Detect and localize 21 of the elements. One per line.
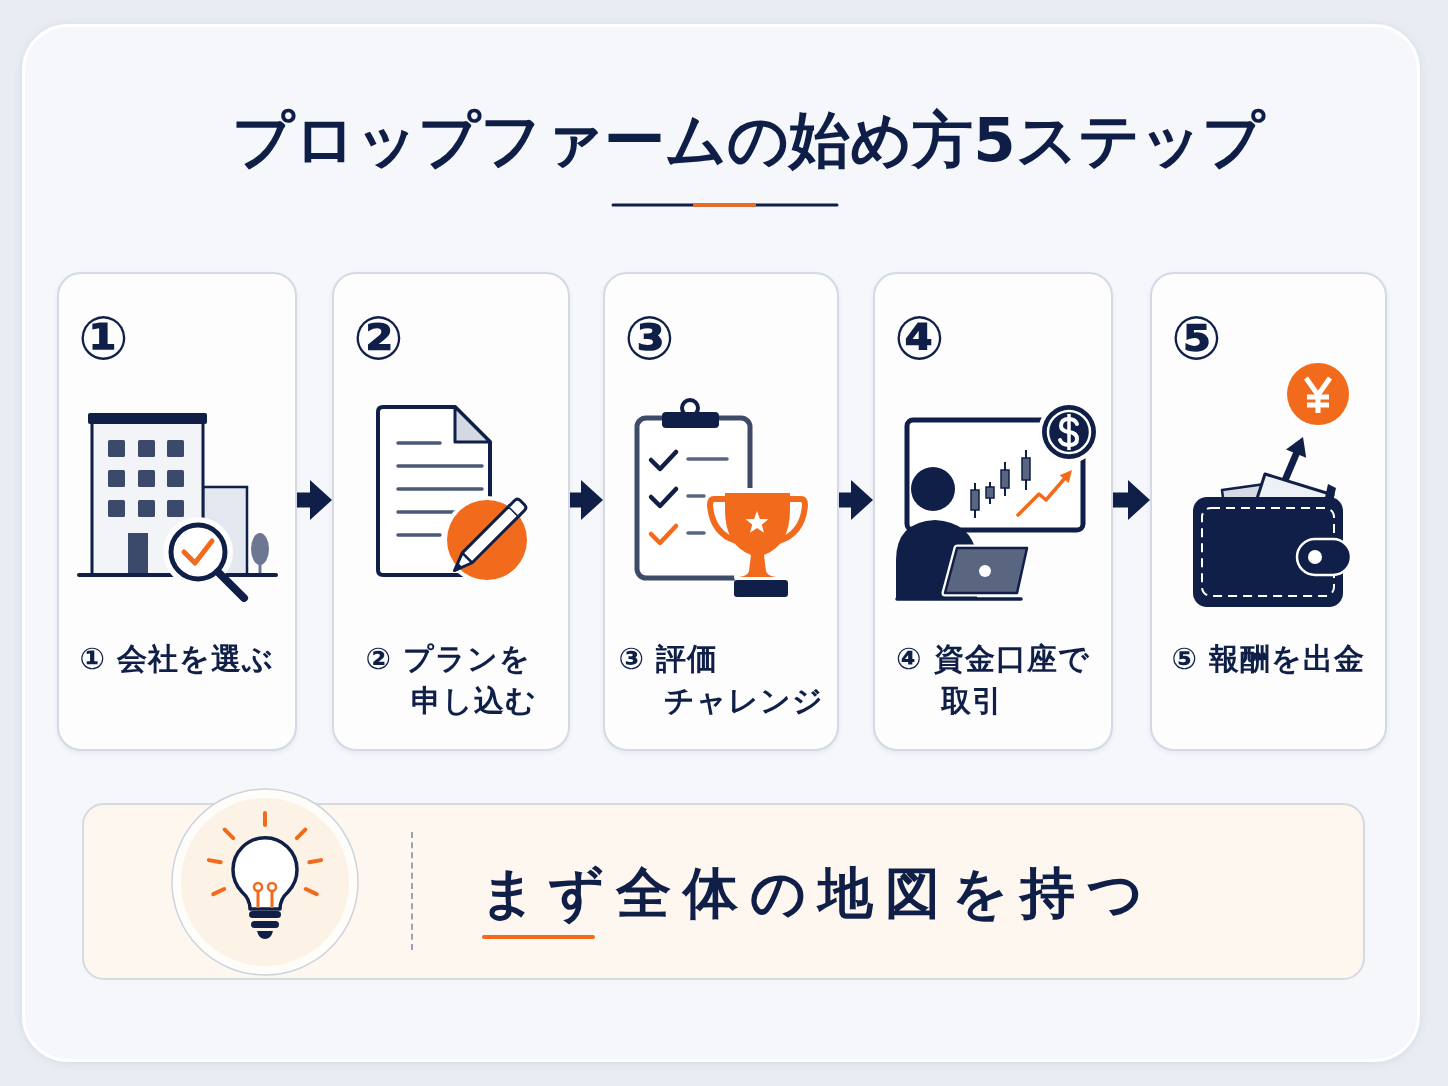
- arrow: [839, 480, 873, 520]
- step-number: ⑤: [1171, 302, 1222, 374]
- step-label: ① 会社を選ぶ: [79, 640, 275, 678]
- arrow: [1113, 480, 1150, 520]
- step-label: ④ 資金口座で取引: [896, 640, 1090, 720]
- step-card: [57, 272, 297, 751]
- step-card: [1150, 272, 1387, 751]
- arrow: [297, 480, 332, 520]
- step-label: ② プランを申し込む: [365, 640, 537, 720]
- step-number: ③: [624, 302, 675, 374]
- step-card: [603, 272, 839, 751]
- title: プロップファームの始め方5ステップ: [231, 103, 1267, 177]
- step-number: ④: [894, 302, 945, 374]
- step-label: ③ 評価チャレンジ: [618, 640, 824, 720]
- step-card: [873, 272, 1113, 751]
- step-number: ②: [353, 302, 404, 374]
- step-card: [332, 272, 570, 751]
- step-label: ⑤ 報酬を出金: [1171, 640, 1366, 678]
- arrow: [570, 480, 603, 520]
- banner-text: まず全体の地図を持つ: [480, 860, 1155, 927]
- step-number: ①: [78, 302, 129, 374]
